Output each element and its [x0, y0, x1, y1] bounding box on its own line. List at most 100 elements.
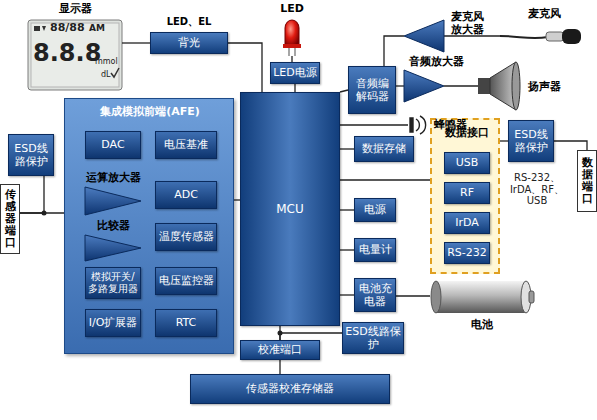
node-text: 数据接口	[432, 126, 502, 139]
component-box: 电源	[354, 198, 396, 222]
connector-line	[500, 140, 508, 141]
component-box: 背光	[150, 32, 228, 54]
component-box: 校准端口	[240, 340, 320, 360]
component-box: 模拟开关/多路复用器	[85, 267, 141, 299]
connector-line	[340, 148, 354, 149]
component-figure: LED	[284, 18, 300, 56]
triangle-outline	[85, 235, 141, 261]
display-reading: 8.8.8	[33, 40, 101, 68]
connector-line	[122, 42, 150, 43]
amplifier-triangle: 麦克风放大器	[404, 20, 444, 52]
amplifier-triangle: 运算放大器	[85, 187, 141, 215]
lcd-display	[28, 20, 122, 90]
node-text: 显示器	[28, 2, 122, 15]
group-panel: 集成模拟前端(AFE)DAC电压基准运算放大器ADC比较器温度传感器模拟开关/多…	[64, 98, 234, 354]
triangle-shape	[404, 20, 444, 52]
triangle-outline	[404, 20, 444, 52]
node-text: 传感器端口	[5, 189, 16, 249]
node-text: 集成模拟前端(AFE)	[65, 105, 235, 118]
node-text: ESD线路保护	[345, 325, 401, 351]
display-reading: mmol	[95, 57, 118, 66]
node-text: 音频编解码器	[351, 77, 393, 103]
component-box: 数据存储	[354, 136, 414, 162]
node-text: 数据端口	[582, 157, 593, 205]
node-text: LED	[272, 2, 312, 15]
node-text: 麦克风	[524, 7, 564, 20]
component-box: ADC	[155, 181, 217, 209]
component-box: 音频编解码器	[348, 66, 396, 114]
connector-line	[444, 85, 478, 86]
speaker-figure	[478, 62, 520, 110]
connector-line	[20, 212, 64, 213]
port-protocols-note: RS-232、IrDA、RF、USB	[506, 172, 568, 207]
display-reading: dL	[101, 70, 111, 79]
component-box: LED电源	[270, 62, 320, 84]
triangle-shape	[85, 187, 141, 215]
triangle-shape	[85, 235, 141, 261]
node-text: 数据存储	[362, 142, 406, 155]
interface-group: 数据接口 USB RF IrDA RS-232	[430, 118, 500, 274]
node-text: 电池	[462, 318, 502, 331]
triangle-outline	[404, 70, 444, 102]
component-box: 电压基准	[155, 131, 217, 159]
connector-line	[340, 179, 430, 180]
node-text: 电压基准	[164, 138, 208, 151]
node-text: 电源	[364, 203, 386, 216]
connector-line	[396, 295, 430, 296]
component-box: ESD线路保护	[8, 134, 54, 176]
node-text: 校准端口	[258, 343, 302, 356]
node-text: IrDA	[455, 216, 479, 229]
amplifier-triangle: 音频放大器	[404, 70, 444, 102]
node-text: RF	[460, 186, 474, 199]
node-text: 电压监控器	[159, 274, 214, 287]
node-text: LED电源	[273, 66, 317, 79]
connector-line	[280, 333, 342, 340]
mcu-block: MCU	[240, 92, 340, 326]
display-reading: AM	[89, 23, 105, 33]
connector-line	[384, 36, 404, 66]
component-box: ESD线路保护	[508, 120, 554, 162]
component-box: RTC	[155, 309, 217, 337]
node-text: 传感器校准存储器	[246, 382, 334, 395]
connector-line	[340, 209, 354, 210]
component-box: 电压监控器	[155, 267, 217, 295]
connector-line	[340, 249, 354, 250]
buzzer-symbol	[410, 116, 426, 134]
node-text: USB	[456, 156, 479, 169]
node-text: 温度传感器	[159, 230, 214, 243]
node-text: I/O扩展器	[89, 316, 138, 329]
connector-line	[554, 141, 587, 150]
node-text: 背光	[178, 36, 200, 49]
component-box: IrDA	[444, 212, 490, 234]
connector-line	[279, 360, 280, 374]
node-text: 运算放大器	[79, 171, 147, 184]
component-box: RS-232	[444, 242, 490, 264]
component-box: RF	[444, 182, 490, 204]
component-box: 传感器校准存储器	[190, 374, 390, 404]
component-box: DAC	[85, 131, 141, 159]
component-figure: 扬声器	[478, 62, 522, 114]
amplifier-triangle: 比较器	[85, 235, 141, 261]
node-text: 麦克风放大器	[448, 10, 486, 36]
node-text: ESD线路保护	[511, 128, 551, 154]
component-box: I/O扩展器	[85, 309, 141, 337]
node-text: RTC	[176, 316, 197, 329]
connector-line	[340, 90, 348, 92]
triangle-shape	[404, 70, 444, 102]
connector-line	[20, 176, 44, 213]
node-text: 比较器	[79, 219, 147, 232]
connector-label: LED、EL	[165, 15, 214, 29]
node-text: ADC	[174, 188, 198, 201]
node-text: 电量计	[359, 243, 392, 256]
connector-line	[340, 124, 408, 125]
connector-line	[340, 294, 354, 295]
connector-line	[294, 84, 295, 92]
component-box: 电量计	[354, 238, 396, 262]
component-figure: 麦克风	[500, 22, 582, 50]
display-reading: 88/88	[50, 22, 85, 35]
connector-line	[396, 85, 404, 86]
triangle-outline	[85, 187, 141, 215]
component-figure: 蜂鸣器	[408, 116, 428, 134]
component-box: ESD线路保护	[342, 322, 404, 354]
